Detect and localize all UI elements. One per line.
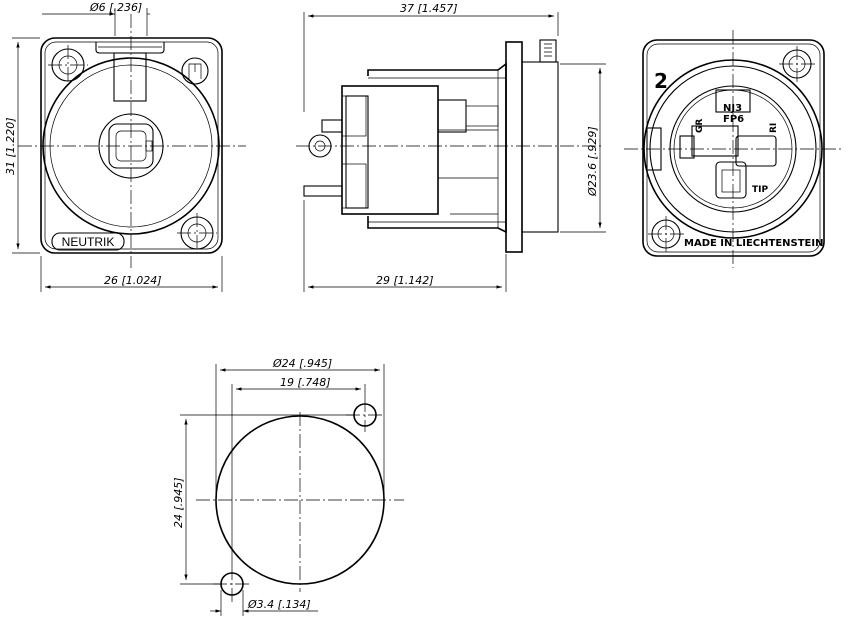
side-body xyxy=(367,62,507,234)
pin-label-gr: GR xyxy=(695,119,705,133)
side-front-ring xyxy=(521,61,559,233)
dim-front-width: 26 [1.024] xyxy=(104,274,162,287)
model-label-fp6: FP6 xyxy=(723,114,744,125)
rear-top-contact xyxy=(715,89,751,113)
dim-side-diameter: Ø23.6 [.929] xyxy=(586,126,599,197)
neutrik-logo-icon xyxy=(181,57,209,85)
rear-tip-contact xyxy=(715,161,747,199)
brand-badge xyxy=(51,232,125,251)
rear-view: 2 NJ3 FP6 GR RI TIP MADE IN LIECHTENSTEI… xyxy=(624,30,844,268)
panel-cutout-view: Ø24 [.945] 19 [.748] 24 [.945] Ø3.4 [.13… xyxy=(172,357,404,616)
side-flange xyxy=(505,41,523,253)
pin-label-tip: TIP xyxy=(752,185,768,195)
pin-label-ri: RI xyxy=(769,123,779,133)
side-view: 37 [1.457] Ø23.6 [.929] 29 [1.142] xyxy=(296,2,606,292)
front-view: NEUTRIK Ø6 [.236] 31 [1.220] 26 [1.024] xyxy=(4,1,246,292)
rear-housing-outline xyxy=(642,39,825,257)
pin-number-label: 2 xyxy=(654,69,668,93)
origin-label: MADE IN LIECHTENSTEIN xyxy=(684,238,823,249)
model-label-nj3: NJ3 xyxy=(723,103,742,114)
rear-gr-contact xyxy=(691,125,739,157)
side-rear-block xyxy=(341,85,439,215)
dim-cutout-diameter: Ø24 [.945] xyxy=(272,357,332,370)
dim-side-length: 37 [1.457] xyxy=(400,2,458,15)
side-terminal-bottom xyxy=(303,185,343,197)
dim-hole-diameter: Ø3.4 [.134] xyxy=(247,598,311,611)
dim-hole-spacing: 19 [.748] xyxy=(280,376,331,389)
latch-lever xyxy=(113,52,147,102)
dim-front-height: 31 [1.220] xyxy=(4,117,17,175)
front-housing-outline xyxy=(40,37,223,254)
dim-jack-diameter: Ø6 [.236] xyxy=(89,1,142,14)
latch-tab xyxy=(95,42,165,54)
side-terminal-top xyxy=(321,119,343,133)
dim-cutout-height: 24 [.945] xyxy=(172,477,185,528)
brand-label: NEUTRIK xyxy=(62,235,115,249)
side-latch xyxy=(539,39,557,63)
rear-ri-contact xyxy=(735,135,777,167)
front-housing-inner xyxy=(44,41,219,250)
dim-side-depth: 29 [1.142] xyxy=(376,274,434,287)
